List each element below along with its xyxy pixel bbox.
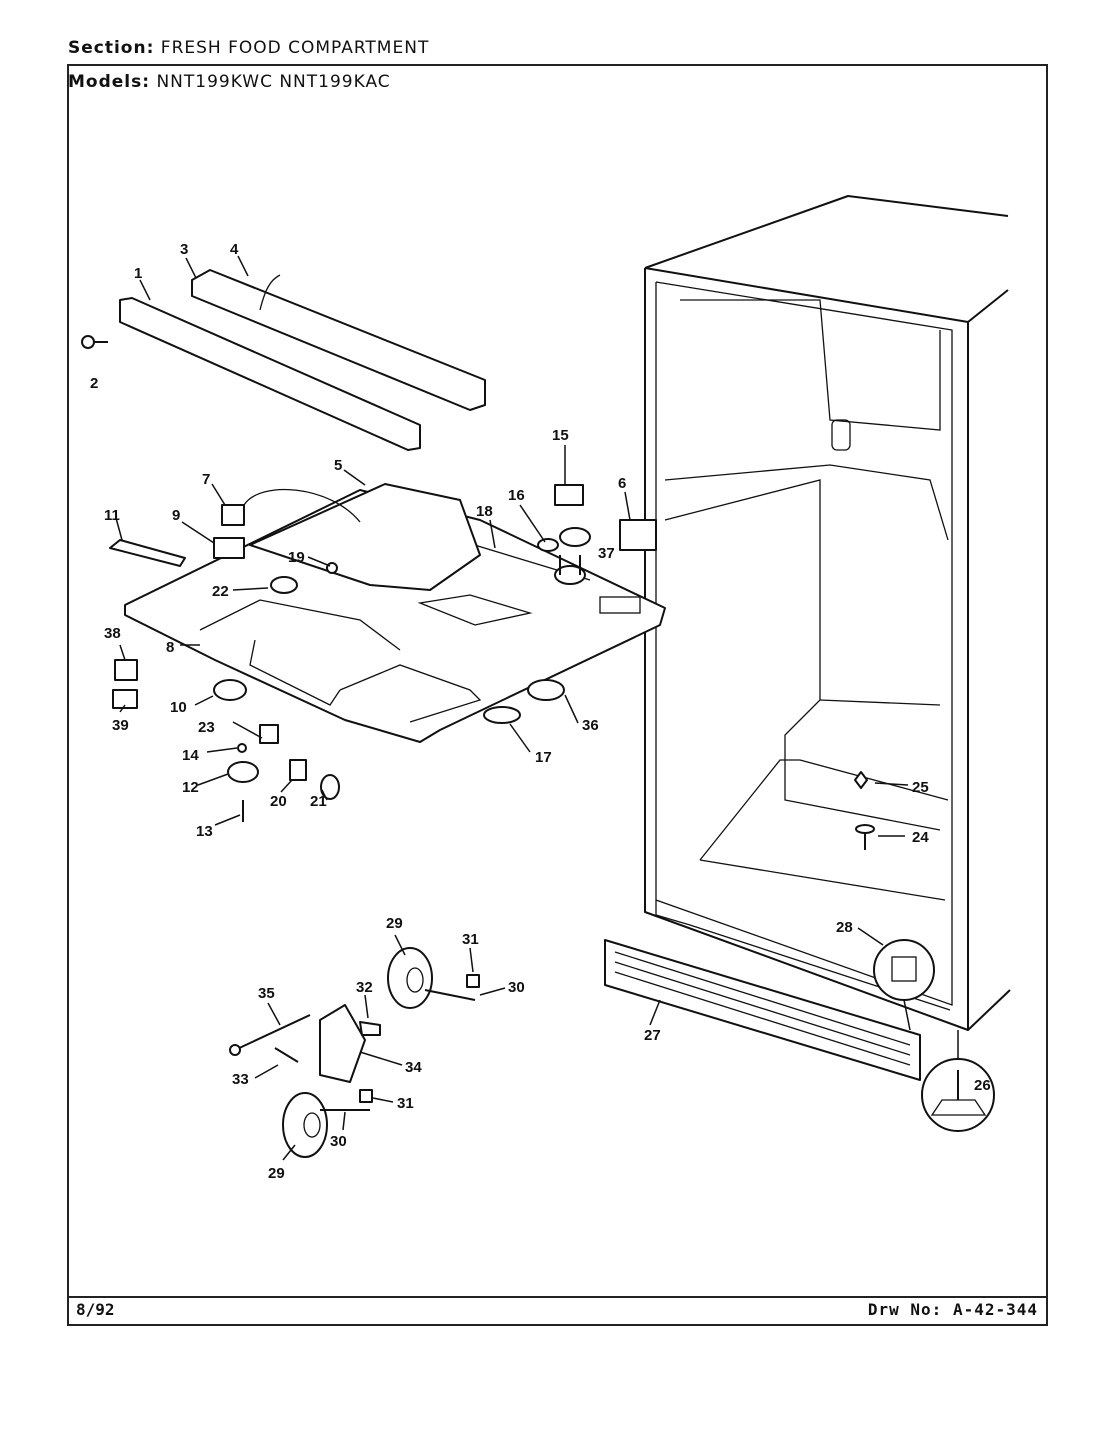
callout-31-upper: 31 [462,931,479,948]
models-value: NNT199KWC NNT199KAC [156,72,391,92]
callout-13: 13 [196,823,213,840]
callout-26: 26 [974,1077,991,1094]
callout-24: 24 [912,829,929,846]
models-label: Models: [68,72,151,92]
callout-8: 8 [166,639,174,656]
callout-25: 25 [912,779,929,796]
callout-4: 4 [230,241,239,258]
section-label: Section: [68,38,155,58]
small-parts [109,484,875,850]
callout-38: 38 [104,625,121,642]
footer-rule [67,1296,1048,1298]
callout-35: 35 [258,985,275,1002]
callout-6: 6 [618,475,626,492]
callout-34: 34 [405,1059,422,1076]
callout-21: 21 [310,793,327,810]
callout-39: 39 [112,717,129,734]
section-value: FRESH FOOD COMPARTMENT [160,38,430,58]
callout-7: 7 [202,471,210,488]
grille [604,939,921,1081]
drawing-frame [67,64,1048,1326]
callout-2: 2 [90,375,98,392]
callout-29-lower: 29 [268,1165,285,1182]
callout-10: 10 [170,699,187,716]
callout-27: 27 [644,1027,661,1044]
evaporator-cover [249,483,481,591]
callout-5: 5 [334,457,342,474]
roller-assembly [229,947,480,1158]
callout-23: 23 [198,719,215,736]
callout-30-upper: 30 [508,979,525,996]
drawing-date: 8/92 [76,1300,115,1319]
callout-3: 3 [180,241,188,258]
callout-16: 16 [508,487,525,504]
callout-19: 19 [288,549,305,566]
callout-20: 20 [270,793,287,810]
screw-part [81,335,108,349]
drawing-number: Drw No: A-42-344 [867,1300,1038,1319]
callout-28: 28 [836,919,853,936]
top-trim-parts [119,269,486,451]
callout-36: 36 [582,717,599,734]
callout-37: 37 [598,545,615,562]
callout-9: 9 [172,507,180,524]
callout-22: 22 [212,583,229,600]
callout-33: 33 [232,1071,249,1088]
refrigerator-cabinet [644,195,1011,1031]
leader-lines [115,255,909,1161]
callout-14: 14 [182,747,199,764]
callout-31-lower: 31 [397,1095,414,1112]
callout-labels: 1 2 3 4 5 6 7 8 9 10 11 12 13 14 15 16 1… [90,241,991,1182]
callout-30-lower: 30 [330,1133,347,1150]
callout-32: 32 [356,979,373,996]
callout-18: 18 [476,503,493,520]
callout-17: 17 [535,749,552,766]
callout-15: 15 [552,427,569,444]
callout-1: 1 [134,265,142,282]
callout-12: 12 [182,779,199,796]
callout-29-upper: 29 [386,915,403,932]
detail-circles [873,939,995,1132]
models-heading: Models: NNT199KWC NNT199KAC [68,72,391,92]
section-heading: Section: FRESH FOOD COMPARTMENT [68,38,429,58]
callout-11: 11 [104,507,120,524]
